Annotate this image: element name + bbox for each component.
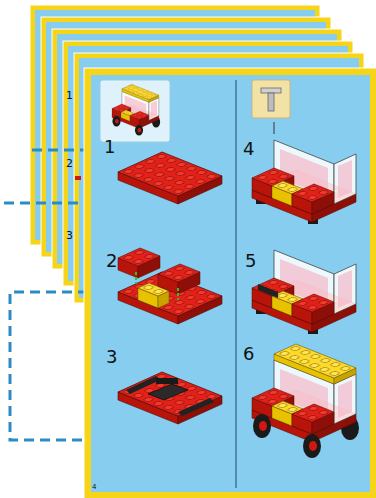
step-3-assembly [118,372,222,424]
part-callout [252,80,290,118]
page-number: 4 [92,484,96,491]
step-number: 5 [245,252,256,270]
step-number: 3 [106,348,117,366]
dashed-leader [4,150,88,440]
model-thumbnail [100,80,170,142]
step-number: 2 [66,158,73,169]
step-number: 6 [243,345,254,363]
step-5-assembly [252,250,356,334]
step-number: 1 [66,90,73,101]
step-6-car [252,344,359,458]
step-4-assembly [252,122,356,224]
step-2-assembly [118,248,222,324]
front-page [84,68,376,498]
step-number: 2 [106,252,117,270]
step-number: 4 [243,140,254,158]
step-1-plate [118,152,222,204]
step-number: 3 [66,230,73,241]
step-number: 1 [104,138,115,156]
